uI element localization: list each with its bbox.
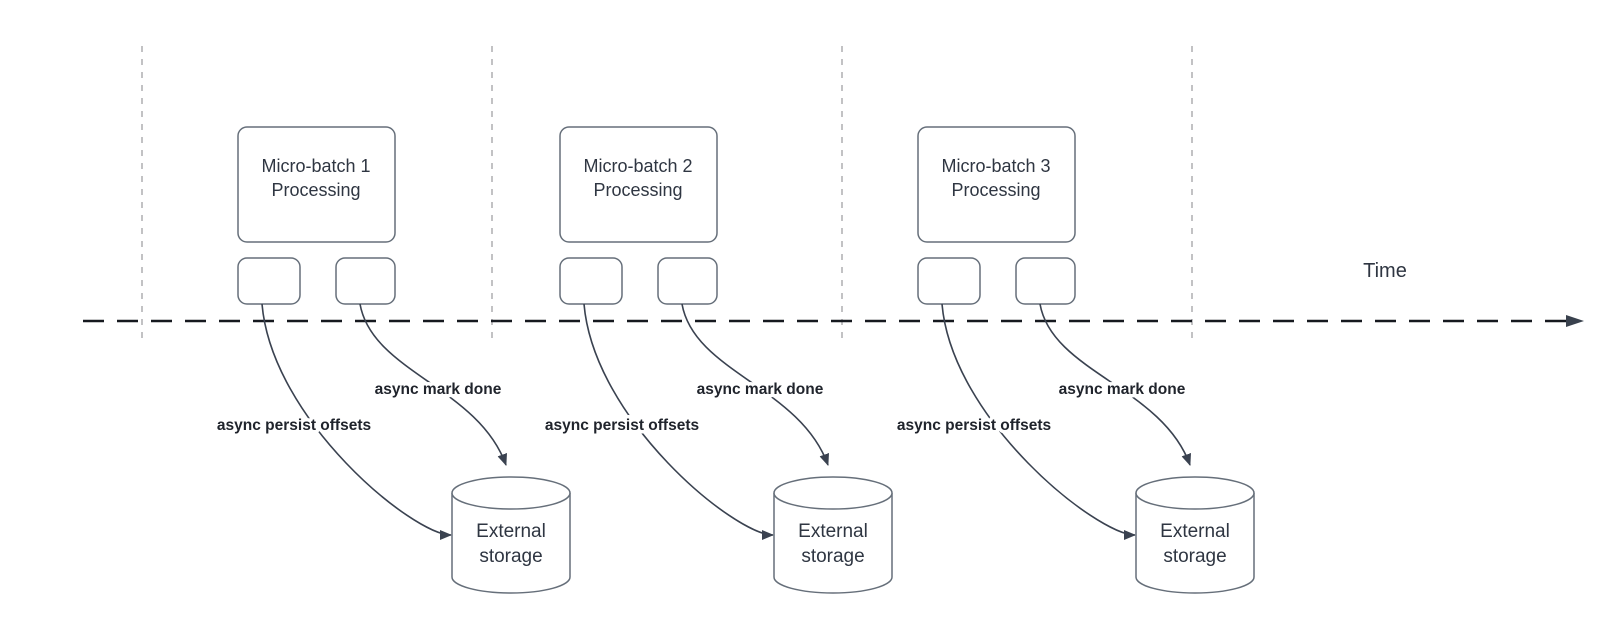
mark-done-arrow bbox=[359, 303, 507, 466]
processing-box-label-line1: Micro-batch 2 bbox=[583, 156, 692, 176]
processing-box-label-line1: Micro-batch 1 bbox=[261, 156, 370, 176]
offset-task-box bbox=[917, 257, 981, 305]
commit-task-box bbox=[657, 257, 718, 305]
persist-offsets-label: async persist offsets bbox=[545, 417, 699, 434]
storage-label-line2: storage bbox=[801, 546, 864, 567]
mark-done-label: async mark done bbox=[375, 381, 502, 398]
external-storage-cylinder: External storage bbox=[1135, 476, 1255, 594]
cylinder-top-arc bbox=[773, 492, 893, 510]
processing-box-label-line2: Processing bbox=[593, 180, 682, 200]
mark-done-arrow bbox=[1039, 303, 1191, 466]
persist-offsets-arrow bbox=[583, 303, 774, 540]
offset-task-box bbox=[237, 257, 301, 305]
commit-task-box bbox=[1015, 257, 1076, 305]
micro-batch-group-3: Micro-batch 3 Processing async persist o… bbox=[893, 126, 1255, 594]
processing-box bbox=[559, 126, 718, 243]
cylinder-top-arc bbox=[1135, 492, 1255, 510]
storage-label-line1: External bbox=[476, 521, 546, 542]
persist-offsets-label: async persist offsets bbox=[897, 417, 1051, 434]
micro-batch-group-1: Micro-batch 1 Processing async persist o… bbox=[213, 126, 571, 594]
processing-box bbox=[917, 126, 1076, 243]
time-axis-arrowhead-icon bbox=[1566, 315, 1584, 327]
processing-box bbox=[237, 126, 396, 243]
persist-offsets-label: async persist offsets bbox=[217, 417, 371, 434]
storage-label-line2: storage bbox=[1163, 546, 1226, 567]
processing-box-label-line2: Processing bbox=[271, 180, 360, 200]
external-storage-cylinder: External storage bbox=[451, 476, 571, 594]
micro-batch-group-2: Micro-batch 2 Processing async persist o… bbox=[541, 126, 893, 594]
commit-task-box bbox=[335, 257, 396, 305]
storage-label-line2: storage bbox=[479, 546, 542, 567]
persist-offsets-arrow bbox=[941, 303, 1136, 540]
storage-label-line1: External bbox=[1160, 521, 1230, 542]
storage-label-line1: External bbox=[798, 521, 868, 542]
offset-task-box bbox=[559, 257, 623, 305]
mark-done-label: async mark done bbox=[697, 381, 824, 398]
cylinder-top-arc bbox=[451, 492, 571, 510]
persist-offsets-arrow bbox=[261, 303, 452, 540]
mark-done-arrow bbox=[681, 303, 829, 466]
external-storage-cylinder: External storage bbox=[773, 476, 893, 594]
time-axis-label: Time bbox=[1363, 260, 1407, 282]
processing-box-label-line1: Micro-batch 3 bbox=[941, 156, 1050, 176]
processing-box-label-line2: Processing bbox=[951, 180, 1040, 200]
mark-done-label: async mark done bbox=[1059, 381, 1186, 398]
